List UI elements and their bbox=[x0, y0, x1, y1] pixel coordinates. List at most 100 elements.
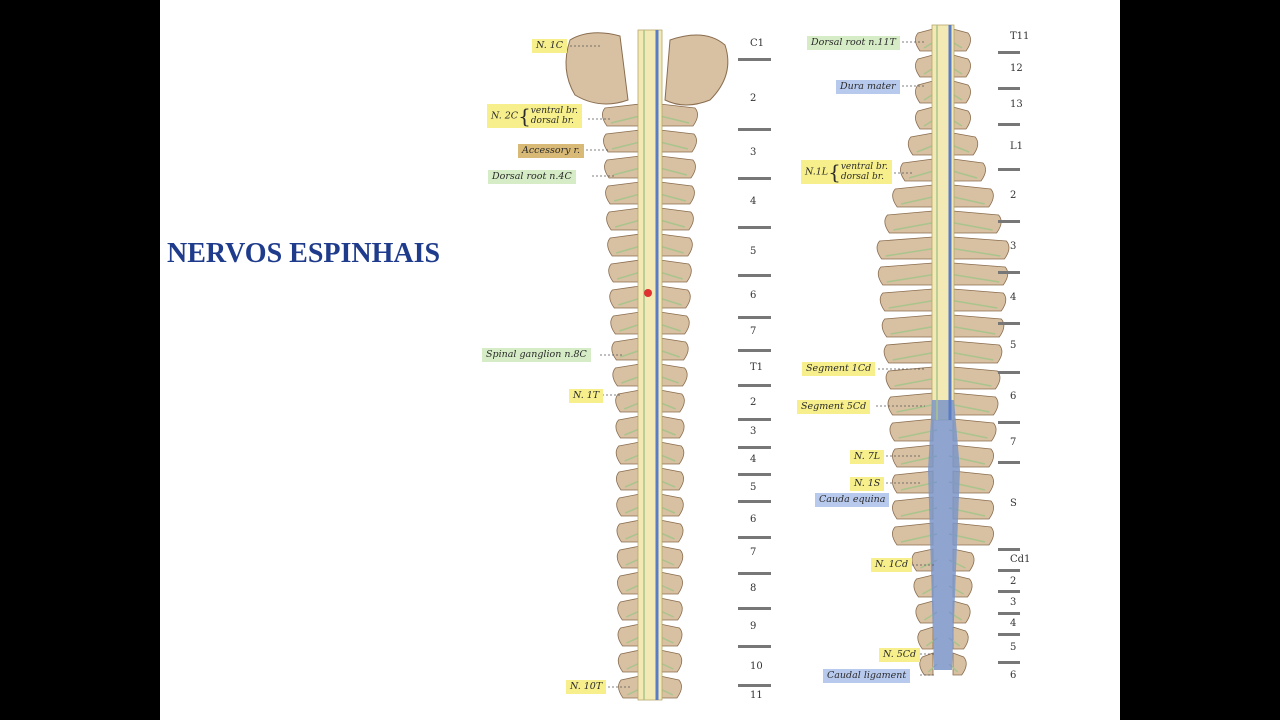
label-n10t: N. 10T bbox=[566, 680, 607, 694]
dorsal-branch-label: dorsal br. bbox=[840, 172, 884, 182]
segment-label: 6 bbox=[750, 290, 757, 301]
segment-label: 6 bbox=[1010, 391, 1017, 402]
vertebra bbox=[911, 548, 975, 572]
vertebra bbox=[876, 236, 1010, 260]
label-segment-1cd: Segment 1Cd bbox=[802, 362, 876, 376]
vertebra bbox=[610, 311, 690, 335]
segment-label: 12 bbox=[1010, 63, 1023, 74]
segment-label: 6 bbox=[1010, 670, 1017, 681]
vertebra bbox=[881, 314, 1005, 338]
vertebra bbox=[612, 363, 688, 387]
label-dorsal-root-11t: Dorsal root n.11T bbox=[807, 36, 900, 50]
vertebra bbox=[883, 340, 1003, 364]
label-n2c-branches: ventral br.dorsal br. bbox=[531, 106, 578, 126]
atlas-right-wing bbox=[664, 34, 729, 106]
brace-icon: { bbox=[828, 160, 841, 184]
segment-label: 5 bbox=[1010, 340, 1017, 351]
label-accessory: Accessory r. bbox=[518, 144, 585, 158]
leader-lines bbox=[570, 41, 935, 688]
vertebra bbox=[608, 259, 692, 283]
segment-label: 13 bbox=[1010, 99, 1023, 110]
label-n1cd: N. 1Cd bbox=[871, 558, 913, 572]
vertebra bbox=[617, 649, 683, 673]
vertebra bbox=[602, 103, 698, 127]
vertebra bbox=[892, 496, 994, 520]
vertebra bbox=[884, 210, 1002, 234]
vertebra bbox=[603, 129, 697, 153]
segment-label: 3 bbox=[1010, 597, 1017, 608]
vertebra bbox=[609, 285, 691, 309]
segment-label: 2 bbox=[1010, 190, 1017, 201]
vertebra bbox=[907, 132, 979, 156]
segment-label: S bbox=[1010, 498, 1017, 509]
vertebra bbox=[889, 418, 997, 442]
label-n1t: N. 1T bbox=[569, 389, 604, 403]
label-n1l: N.1L{ventral br.dorsal br. bbox=[801, 160, 892, 184]
label-n5cd: N. 5Cd bbox=[879, 648, 921, 662]
segment-label: 9 bbox=[750, 621, 757, 632]
segment-divider bbox=[738, 572, 771, 575]
atlas-left-wing bbox=[565, 32, 629, 105]
spinal-cord-illustration bbox=[565, 24, 1010, 701]
segment-divider bbox=[738, 177, 771, 180]
segment-divider bbox=[998, 548, 1020, 551]
label-n1l-branches: ventral br.dorsal br. bbox=[841, 162, 888, 182]
segment-label: 2 bbox=[1010, 576, 1017, 587]
segment-label: 3 bbox=[750, 147, 757, 158]
label-dura-mater: Dura mater bbox=[836, 80, 900, 94]
label-spinal-ganglion: Spinal ganglion n.8C bbox=[482, 348, 591, 362]
label-dorsal-root-4c: Dorsal root n.4C bbox=[488, 170, 576, 184]
ventral-branch-label: ventral br. bbox=[840, 162, 888, 172]
segment-divider bbox=[738, 58, 771, 61]
segment-divider bbox=[738, 384, 771, 387]
segment-label: 5 bbox=[1010, 642, 1017, 653]
segment-divider bbox=[738, 536, 771, 539]
vertebra bbox=[617, 597, 683, 621]
segment-divider bbox=[738, 645, 771, 648]
segment-label: C1 bbox=[750, 38, 765, 49]
segment-divider bbox=[998, 371, 1020, 374]
dorsal-branch-label: dorsal br. bbox=[530, 116, 574, 126]
segment-divider bbox=[998, 633, 1020, 636]
vertebra bbox=[611, 337, 689, 361]
segment-divider bbox=[738, 684, 771, 687]
segment-divider bbox=[738, 500, 771, 503]
segment-divider bbox=[998, 51, 1020, 54]
brace-icon: { bbox=[518, 104, 531, 128]
slide-title: NERVOS ESPINHAIS bbox=[167, 238, 441, 269]
segment-label: 7 bbox=[750, 326, 757, 337]
segment-label: 5 bbox=[750, 246, 757, 257]
segment-divider bbox=[738, 446, 771, 449]
vertebra bbox=[616, 545, 684, 569]
segment-divider bbox=[998, 168, 1020, 171]
segment-divider bbox=[738, 607, 771, 610]
segment-divider bbox=[998, 220, 1020, 223]
label-segment-5cd: Segment 5Cd bbox=[797, 400, 871, 414]
vertebra bbox=[615, 441, 685, 465]
vertebra bbox=[877, 262, 1009, 286]
vertebra bbox=[616, 519, 684, 543]
segment-divider bbox=[738, 316, 771, 319]
vertebra bbox=[605, 181, 695, 205]
segment-label: 7 bbox=[1010, 437, 1017, 448]
segment-divider bbox=[738, 274, 771, 277]
segment-label: 4 bbox=[750, 454, 757, 465]
segment-divider bbox=[738, 226, 771, 229]
segment-divider bbox=[998, 271, 1020, 274]
slide: NERVOS ESPINHAIS bbox=[160, 0, 1120, 720]
vertebra bbox=[892, 522, 994, 546]
segment-divider bbox=[998, 590, 1020, 593]
vertebra bbox=[618, 675, 682, 699]
red-marker bbox=[644, 289, 652, 297]
vertebra bbox=[900, 158, 986, 182]
segment-label: T1 bbox=[750, 362, 764, 373]
vertebra bbox=[892, 184, 994, 208]
cauda-equina-shape bbox=[928, 400, 960, 670]
label-cauda-equina: Cauda equina bbox=[815, 493, 890, 507]
segment-divider bbox=[738, 473, 771, 476]
segment-divider bbox=[998, 661, 1020, 664]
segment-label: Cd1 bbox=[1010, 554, 1031, 565]
segment-label: T11 bbox=[1010, 31, 1030, 42]
vertebra bbox=[892, 470, 994, 494]
segment-label: 6 bbox=[750, 514, 757, 525]
